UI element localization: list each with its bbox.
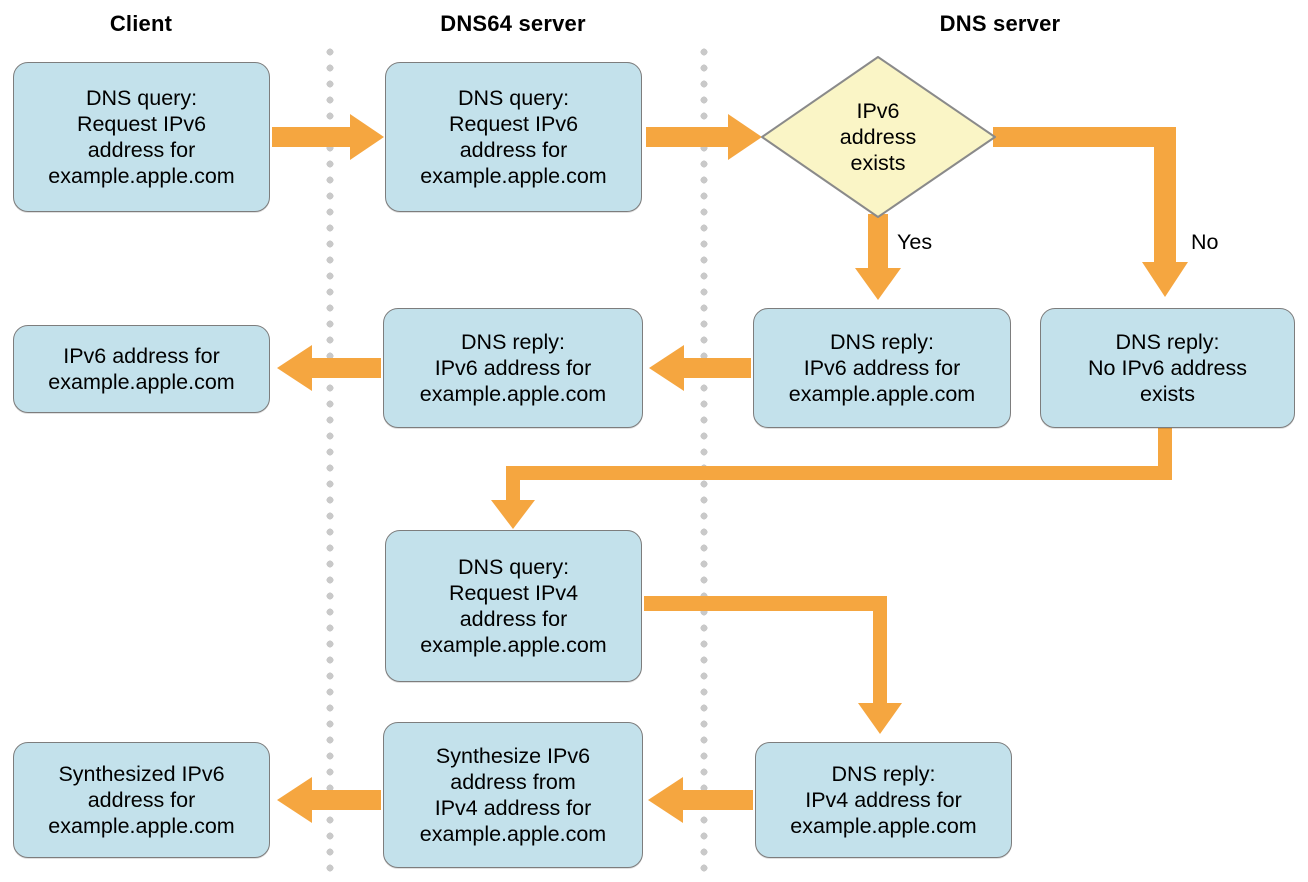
lane-header-dns-server: DNS server (939, 11, 1061, 36)
arrow-dns64-to-decision (646, 114, 762, 160)
arrow-decision-no-elbow (993, 127, 1188, 297)
edge-label-yes: Yes (897, 230, 933, 254)
node-dns-dns-reply-no-ipv6: DNS reply: No IPv6 address exists (1040, 308, 1295, 428)
node-dns64-dns-query-ipv4: DNS query: Request IPv4 address for exam… (385, 530, 642, 682)
arrow-replyv4-to-synthesize (648, 777, 753, 823)
lane-separator-left (326, 48, 334, 878)
arrow-decision-yes-down (855, 214, 901, 300)
decision-diamond-shape (761, 56, 996, 218)
node-client-ipv6-address: IPv6 address for example.apple.com (13, 325, 270, 413)
node-dns64-synthesize-ipv6: Synthesize IPv6 address from IPv4 addres… (383, 722, 643, 868)
arrow-noreply-elbow-to-queryv4 (491, 428, 1172, 529)
edge-label-no: No (1191, 230, 1219, 254)
node-dns-dns-reply-ipv6: DNS reply: IPv6 address for example.appl… (753, 308, 1011, 428)
node-client-synthesized-ipv6: Synthesized IPv6 address for example.app… (13, 742, 270, 858)
arrow-synthesize-to-client (277, 777, 381, 823)
node-dns64-dns-query-ipv6: DNS query: Request IPv6 address for exam… (385, 62, 642, 212)
lane-header-dns64-server: DNS64 server (440, 11, 586, 36)
lane-separator-right (700, 48, 708, 878)
arrow-client-to-dns64 (272, 114, 384, 160)
node-dns-dns-reply-ipv4: DNS reply: IPv4 address for example.appl… (755, 742, 1012, 858)
arrow-dnsreply-to-dns64 (649, 345, 751, 391)
arrow-dns64reply-to-client (277, 345, 381, 391)
arrow-queryv4-elbow-to-replyv4 (644, 596, 902, 734)
node-decision-ipv6-address-exists: IPv6 address exists (839, 99, 917, 175)
node-client-dns-query-ipv6: DNS query: Request IPv6 address for exam… (13, 62, 270, 212)
lane-header-client: Client (109, 11, 173, 36)
node-dns64-dns-reply-ipv6: DNS reply: IPv6 address for example.appl… (383, 308, 643, 428)
